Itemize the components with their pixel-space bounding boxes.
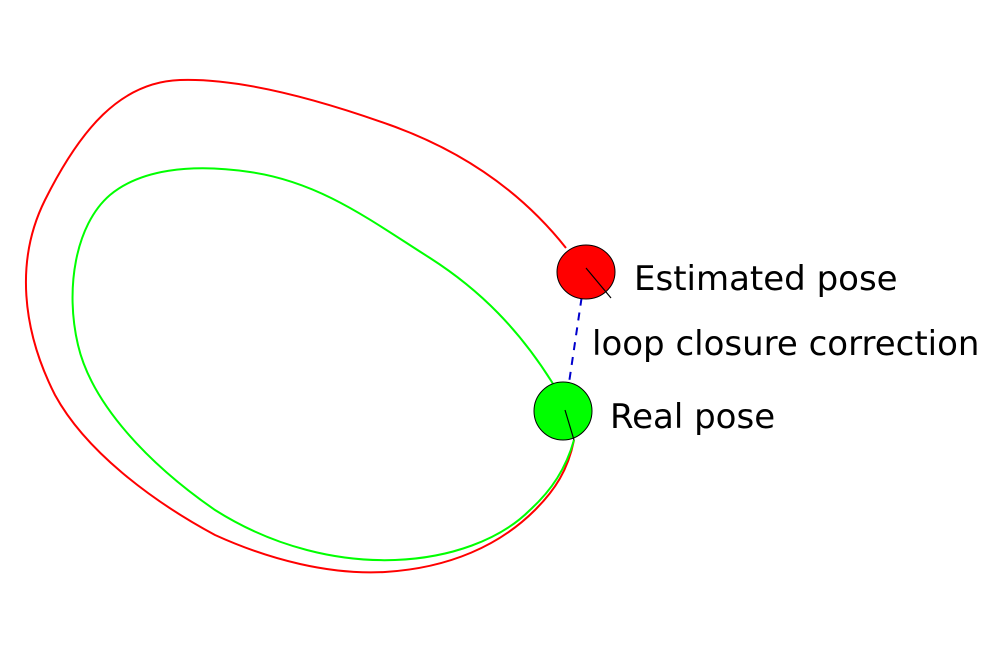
real-pose-marker [533, 381, 593, 441]
loop-closure-label: loop closure correction [592, 324, 979, 364]
estimated-pose-marker [556, 244, 616, 300]
real-trajectory [71, 167, 575, 562]
real-pose-label: Real pose [610, 397, 775, 437]
estimated-trajectory [25, 78, 575, 574]
estimated-pose-label: Estimated pose [634, 259, 898, 299]
